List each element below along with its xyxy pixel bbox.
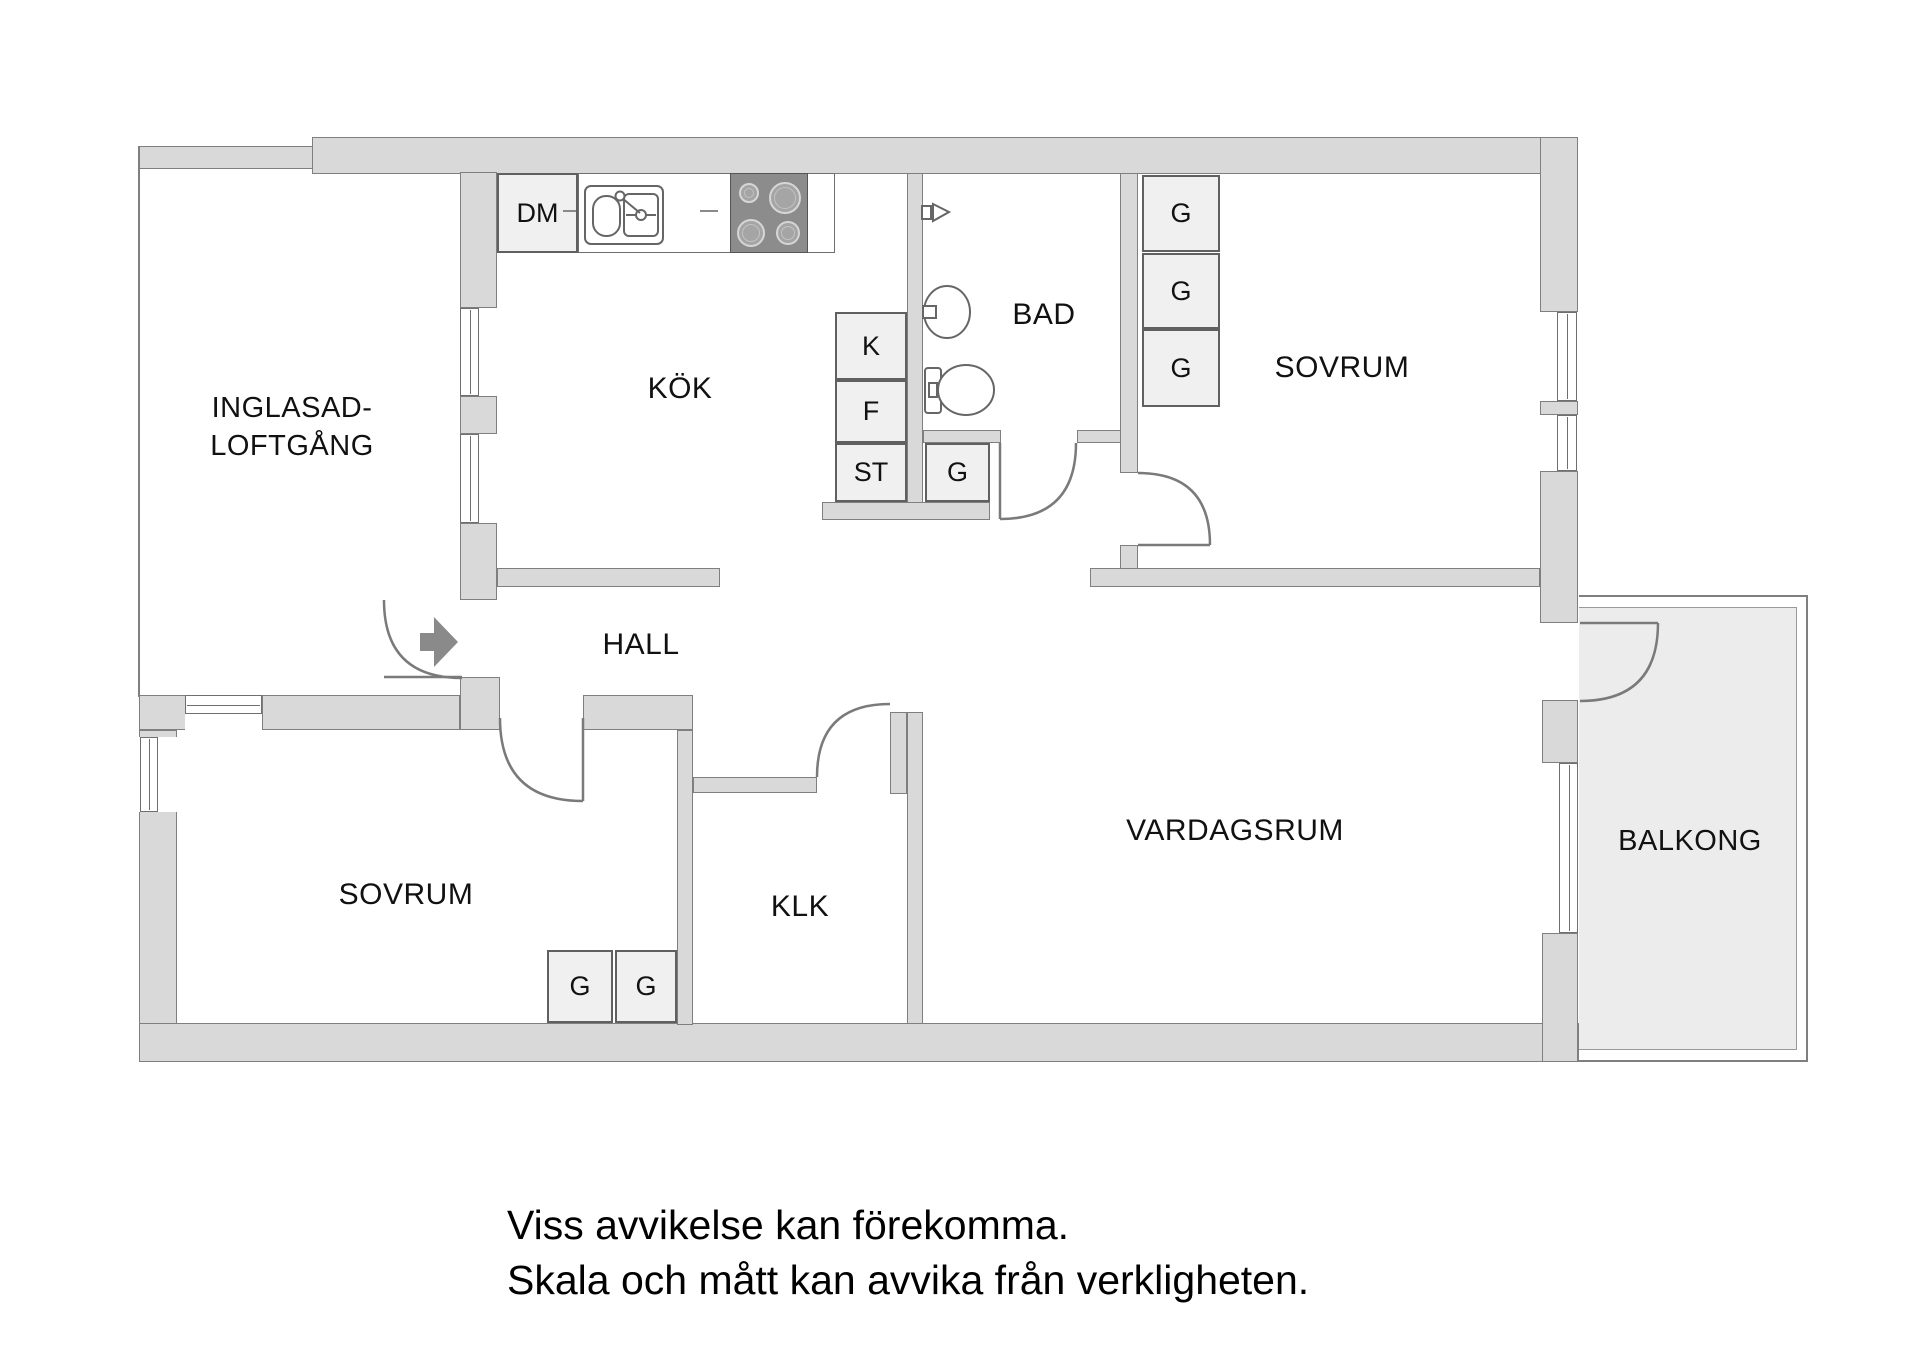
window-glass: [1559, 763, 1578, 933]
wardrobe-box: G: [1142, 175, 1220, 252]
wardrobe-box: G: [547, 950, 613, 1023]
pantry-label: ST: [853, 457, 889, 487]
wall: [822, 502, 990, 520]
bathroom-door-arc: [999, 442, 1078, 521]
toilet-button-icon: [928, 382, 938, 398]
window-glass: [1557, 415, 1577, 471]
wardrobe-box: G: [615, 950, 677, 1023]
toilet-tank-icon: [924, 367, 942, 414]
wall: [139, 146, 314, 169]
window-glass: [460, 308, 479, 396]
wardrobe-label: G: [1170, 275, 1192, 306]
wall: [497, 568, 720, 587]
wall: [460, 172, 497, 308]
klk-door-arc: [815, 702, 891, 778]
wall: [460, 396, 497, 434]
wardrobe-box: G: [925, 443, 990, 502]
wardrobe-label: G: [569, 971, 591, 1001]
wall: [907, 712, 923, 1024]
freezer-label: F: [862, 396, 880, 426]
wall: [312, 137, 1578, 174]
fridge-box: K: [835, 312, 907, 380]
toilet-bowl-icon: [937, 364, 995, 416]
entrance-arrow-icon: [420, 617, 458, 667]
window-glass: [140, 737, 158, 812]
window-glass: [185, 695, 262, 714]
pantry-box: ST: [835, 443, 907, 502]
door-leaf-klk: [890, 712, 907, 794]
room-label-hall: HALL: [602, 628, 680, 661]
wall: [907, 173, 923, 503]
wall: [139, 1023, 1579, 1062]
freezer-box: F: [835, 380, 907, 443]
wall: [1540, 401, 1578, 415]
room-label-sovrum-bottom: SOVRUM: [338, 878, 474, 911]
stove-burner-icon: [737, 219, 765, 247]
room-label-balkong: BALKONG: [1618, 825, 1762, 857]
dishwasher-box: DM: [497, 173, 578, 253]
stove-burner-icon: [739, 183, 759, 203]
wardrobe-box: G: [1142, 329, 1220, 407]
dishwasher-label: DM: [516, 197, 559, 228]
disclaimer-line1: Viss avvikelse kan förekomma.: [507, 1202, 1070, 1248]
wall: [460, 677, 500, 730]
wall: [1542, 933, 1578, 1062]
wardrobe-label: G: [1170, 352, 1192, 383]
room-label-vardagsrum: VARDAGSRUM: [1126, 814, 1344, 847]
stove-burner-icon: [776, 221, 800, 245]
wall: [693, 777, 817, 793]
bedroom-door-arc: [498, 717, 584, 803]
fridge-label: K: [861, 330, 880, 361]
wardrobe-label: G: [946, 457, 968, 487]
wall: [1077, 430, 1122, 443]
wall: [1090, 568, 1540, 587]
shower-icon: [921, 205, 932, 220]
room-label-klk: KLK: [770, 890, 830, 923]
room-label-kok: KÖK: [647, 372, 713, 405]
wall: [1540, 137, 1578, 312]
room-label-bad: BAD: [1012, 298, 1076, 331]
room-label-loftgang: INGLASAD- LOFTGÅNG: [210, 392, 374, 462]
wardrobe-box: G: [1142, 253, 1220, 329]
window-glass: [460, 434, 479, 523]
wall: [583, 695, 693, 730]
bedroom2-door-arc: [1137, 471, 1212, 546]
wardrobe-label: G: [1170, 198, 1192, 228]
window-glass: [1557, 312, 1577, 401]
wall: [262, 695, 460, 730]
wall: [923, 430, 1001, 443]
wall: [139, 695, 186, 730]
wall: [677, 730, 693, 1025]
stove-burner-icon: [769, 182, 801, 214]
disclaimer-line2: Skala och mått kan avvika från verklighe…: [507, 1257, 1310, 1303]
shower-head-icon: [932, 202, 952, 223]
bathroom-tap-icon: [922, 305, 937, 319]
bathroom-sink-icon: [923, 285, 971, 339]
wall: [1540, 471, 1578, 623]
wall: [460, 523, 497, 600]
wardrobe-label: G: [635, 971, 657, 1001]
disclaimer-text: Viss avvikelse kan förekomma. Skala och …: [507, 1198, 1309, 1308]
wall: [1542, 700, 1578, 763]
entrance-door-arc: [382, 599, 463, 680]
wall: [1120, 173, 1138, 473]
wall: [138, 146, 140, 697]
room-label-sovrum-top: SOVRUM: [1274, 351, 1410, 384]
